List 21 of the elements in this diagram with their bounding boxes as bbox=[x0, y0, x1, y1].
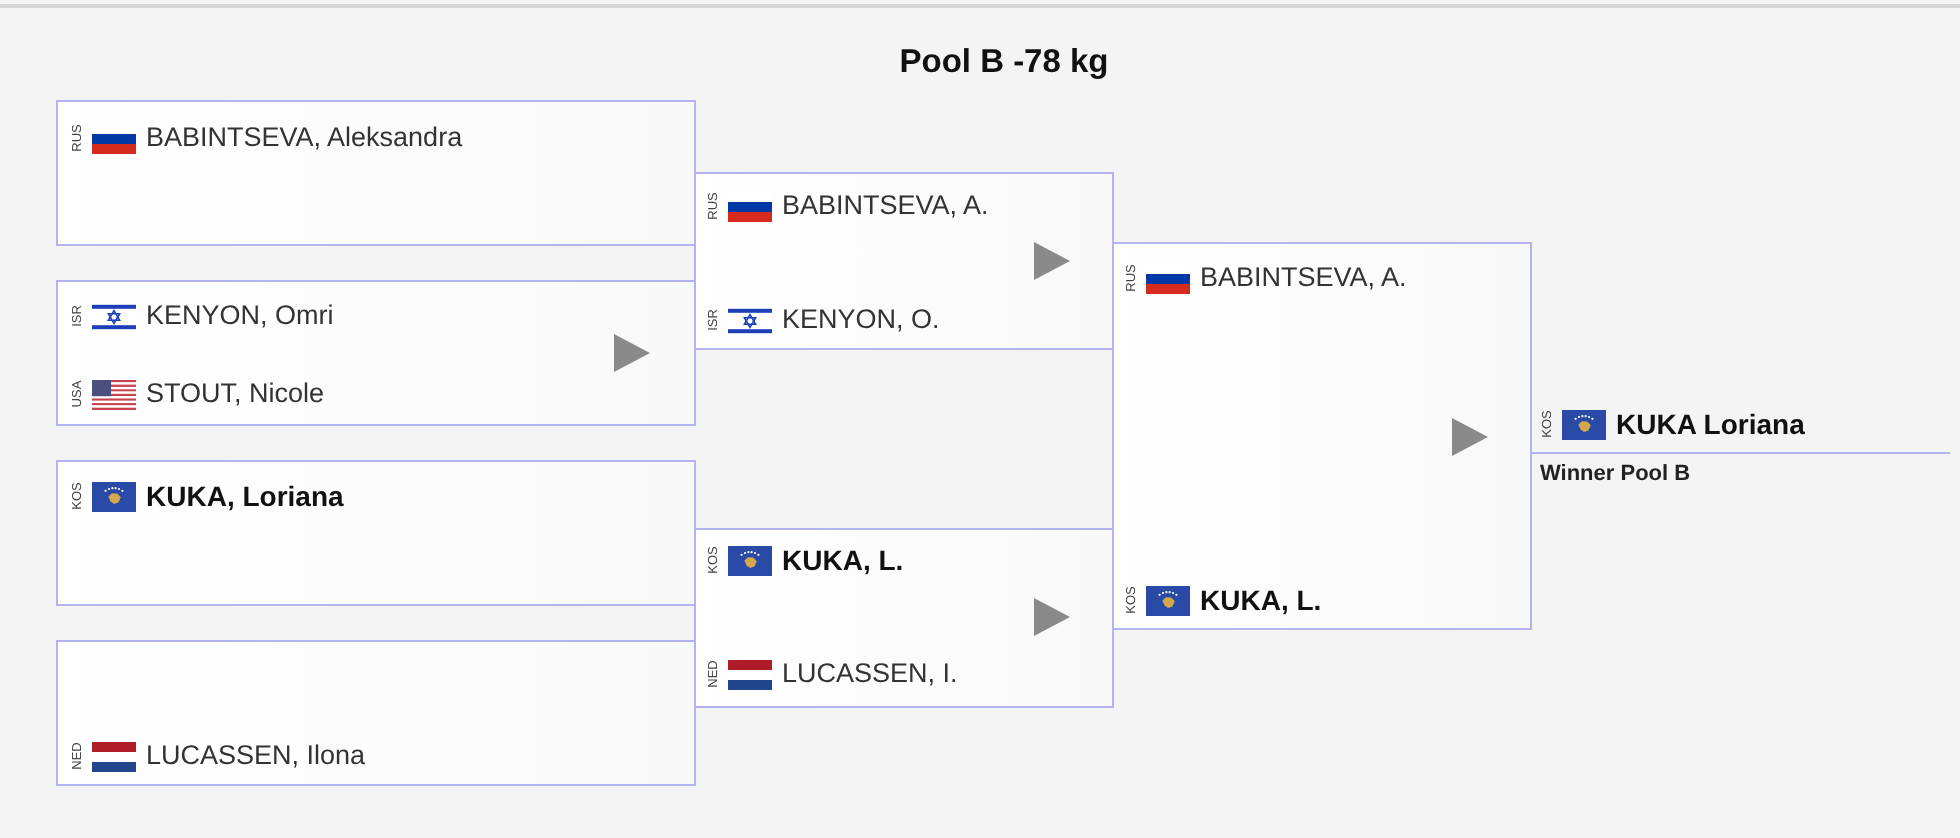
athlete-name: BABINTSEVA, A. bbox=[782, 188, 989, 224]
athlete-name: KENYON, Omri bbox=[146, 298, 334, 334]
match-box bbox=[694, 528, 1114, 708]
match-box bbox=[1112, 242, 1532, 630]
athlete-name: KUKA, Loriana bbox=[146, 478, 344, 514]
match-box bbox=[56, 280, 696, 426]
title-text: Pool B -78 kg bbox=[899, 42, 1109, 82]
athlete-name: BABINTSEVA, Aleksandra bbox=[146, 120, 463, 156]
athlete-name: LUCASSEN, I. bbox=[782, 656, 958, 692]
athlete-name: BABINTSEVA, A. bbox=[1200, 260, 1407, 296]
caption-text: Winner Pool B bbox=[1540, 462, 1691, 488]
athlete-name: KUKA Loriana bbox=[1616, 406, 1805, 442]
match-box bbox=[56, 100, 696, 246]
athlete-name: STOUT, Nicole bbox=[146, 376, 325, 412]
athlete-name: KUKA, L. bbox=[782, 542, 904, 578]
athlete-name: KUKA, L. bbox=[1200, 582, 1322, 618]
match-box bbox=[694, 172, 1114, 350]
match-box bbox=[56, 640, 696, 786]
match-box bbox=[56, 460, 696, 606]
athlete-name: LUCASSEN, Ilona bbox=[146, 738, 366, 774]
athlete-name: KENYON, O. bbox=[782, 302, 940, 338]
